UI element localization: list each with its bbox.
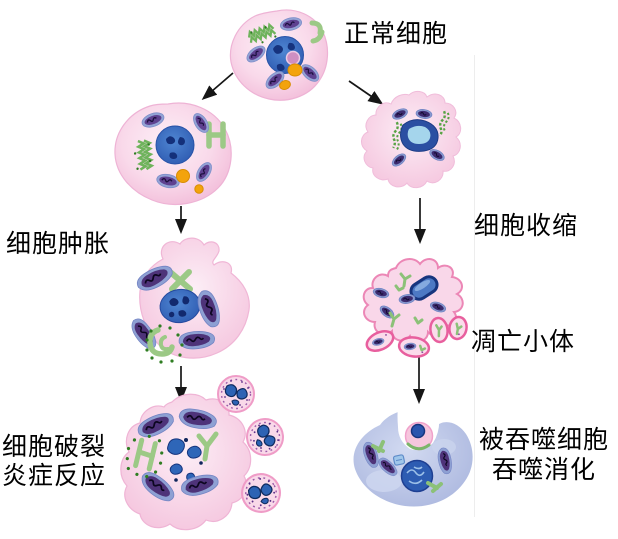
cytoplasm-highlight xyxy=(432,439,456,455)
debris-cell-2 xyxy=(238,410,285,464)
green-fragments xyxy=(388,272,424,328)
apoptotic-body-1 xyxy=(365,330,395,352)
inflammatory-debris-cells xyxy=(217,375,285,515)
arrow-normal-to-swelling xyxy=(201,72,234,100)
nucleolus xyxy=(285,50,301,66)
chromatin xyxy=(166,136,185,159)
label-phagocytosed-line2: 吞噬消化 xyxy=(491,457,596,484)
faint-divider-line xyxy=(474,55,475,517)
label-cell-rupture-line1: 细胞破裂 xyxy=(2,434,107,461)
ruptured-cell-illustration xyxy=(120,393,252,531)
phagocyte-illustration xyxy=(353,404,473,507)
lysosomes xyxy=(279,63,303,90)
label-phagocytosed: 被吞噬细胞 吞噬消化 xyxy=(473,426,615,486)
fragmented-nucleus xyxy=(167,438,203,487)
apoptotic-body-2 xyxy=(397,336,431,358)
label-cell-shrinkage: 细胞收缩 xyxy=(474,213,579,240)
lysosomes xyxy=(176,169,204,194)
label-normal-cell: 正常细胞 xyxy=(344,21,449,48)
golgi-h-dots xyxy=(125,434,164,479)
golgi xyxy=(206,121,226,149)
nucleus xyxy=(159,288,201,324)
apoptotic-body-3 xyxy=(429,316,449,344)
golgi-y xyxy=(196,431,219,462)
vesicle xyxy=(392,454,406,466)
label-phagocytosed-line1: 被吞噬细胞 xyxy=(478,427,609,454)
apoptotic-body-4 xyxy=(448,315,468,341)
debris-cell-3 xyxy=(234,466,285,515)
normal-cell-illustration xyxy=(229,9,329,101)
nucleus xyxy=(155,125,195,165)
swollen-cell-illustration xyxy=(126,237,250,364)
golgi xyxy=(309,20,325,44)
label-apoptotic-bodies: 凋亡小体 xyxy=(471,329,576,356)
chromatin xyxy=(273,42,295,71)
condensed-nucleus xyxy=(400,119,439,152)
label-cell-swelling: 细胞肿胀 xyxy=(6,231,111,258)
debris-cell-1 xyxy=(217,375,255,413)
label-inflammation-line2: 炎症反应 xyxy=(2,463,107,490)
shrinking-cell-illustration xyxy=(361,90,462,189)
phagocyte-nucleus xyxy=(400,459,434,493)
autophagosome-green xyxy=(145,324,184,364)
green-fragments xyxy=(371,440,443,493)
blebbing-cell-illustration xyxy=(362,258,468,358)
swelling-cell-illustration xyxy=(114,102,232,206)
er-fragment-right xyxy=(438,110,450,137)
arrow-normal-to-shrinkage xyxy=(348,80,384,105)
label-cell-rupture: 细胞破裂 炎症反应 xyxy=(2,433,106,491)
engulfed-apoptotic-body xyxy=(404,421,434,451)
